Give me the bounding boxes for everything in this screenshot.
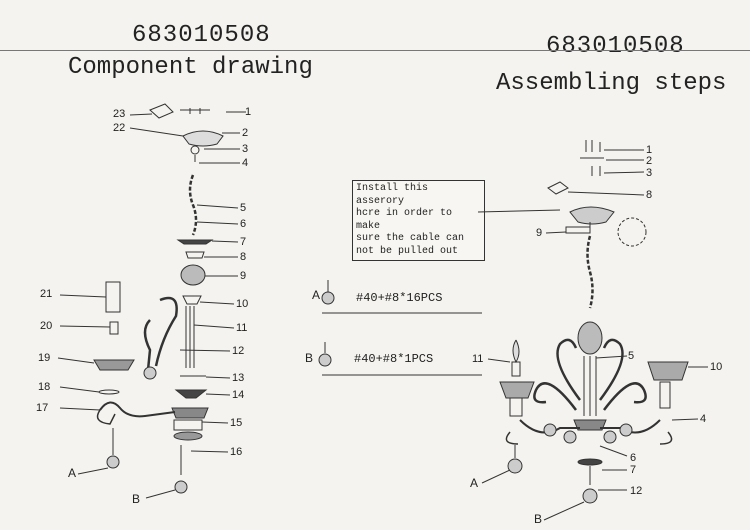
step-label-7: 7: [630, 464, 637, 476]
left-title: Component drawing: [68, 54, 313, 81]
label-21: 21: [40, 288, 53, 300]
label-15: 15: [230, 417, 243, 429]
label-12: 12: [232, 345, 245, 357]
label-20: 20: [40, 320, 53, 332]
label-9: 9: [240, 270, 247, 282]
screw-b-spec: #40+#8*1PCS: [354, 352, 434, 366]
step-label-9: 9: [536, 227, 543, 239]
label-10: 10: [236, 298, 249, 310]
step-label-5: 5: [628, 350, 635, 362]
step-label-b: B: [534, 512, 543, 526]
label-23: 23: [113, 108, 126, 120]
note-line: sure the cable can: [356, 233, 465, 244]
step-label-11: 11: [472, 353, 484, 365]
screw-b-letter: B: [305, 351, 314, 365]
step-label-1: 1: [646, 144, 653, 156]
screw-a-letter: A: [312, 288, 321, 302]
step-label-8: 8: [646, 189, 653, 201]
label-6: 6: [240, 218, 247, 230]
step-label-10: 10: [710, 361, 723, 373]
label-14: 14: [232, 389, 245, 401]
step-label-a: A: [470, 476, 479, 490]
step-label-12: 12: [630, 485, 643, 497]
step-label-4: 4: [700, 413, 707, 425]
screw-a-spec: #40+#8*16PCS: [356, 291, 443, 305]
header-rule: [0, 50, 750, 51]
label-1: 1: [245, 106, 252, 118]
step-label-3: 3: [646, 167, 653, 179]
label-3: 3: [242, 143, 249, 155]
label-19: 19: [38, 352, 51, 364]
step-label-2: 2: [646, 155, 653, 167]
label-13: 13: [232, 372, 245, 384]
right-title: Assembling steps: [496, 70, 727, 97]
label-5: 5: [240, 202, 247, 214]
label-16: 16: [230, 446, 243, 458]
label-11: 11: [236, 322, 248, 334]
label-b-left: B: [132, 492, 141, 506]
label-8: 8: [240, 251, 247, 263]
screw-b-icon: [318, 353, 332, 367]
label-18: 18: [38, 381, 51, 393]
right-doc-code: 683010508: [546, 33, 685, 60]
note-line: hcre in order to make: [356, 208, 453, 232]
note-line: not be pulled out: [356, 245, 459, 257]
step-label-6: 6: [630, 452, 637, 464]
screw-a-icon: [321, 291, 335, 305]
label-7: 7: [240, 236, 247, 248]
label-4: 4: [242, 157, 249, 169]
label-22: 22: [113, 122, 126, 134]
label-2: 2: [242, 127, 249, 139]
left-doc-code: 683010508: [132, 22, 271, 49]
note-line: Install this asserory: [356, 183, 429, 207]
label-a-left: A: [68, 466, 77, 480]
label-17: 17: [36, 402, 49, 414]
install-note: Install this asserory hcre in order to m…: [352, 180, 485, 261]
